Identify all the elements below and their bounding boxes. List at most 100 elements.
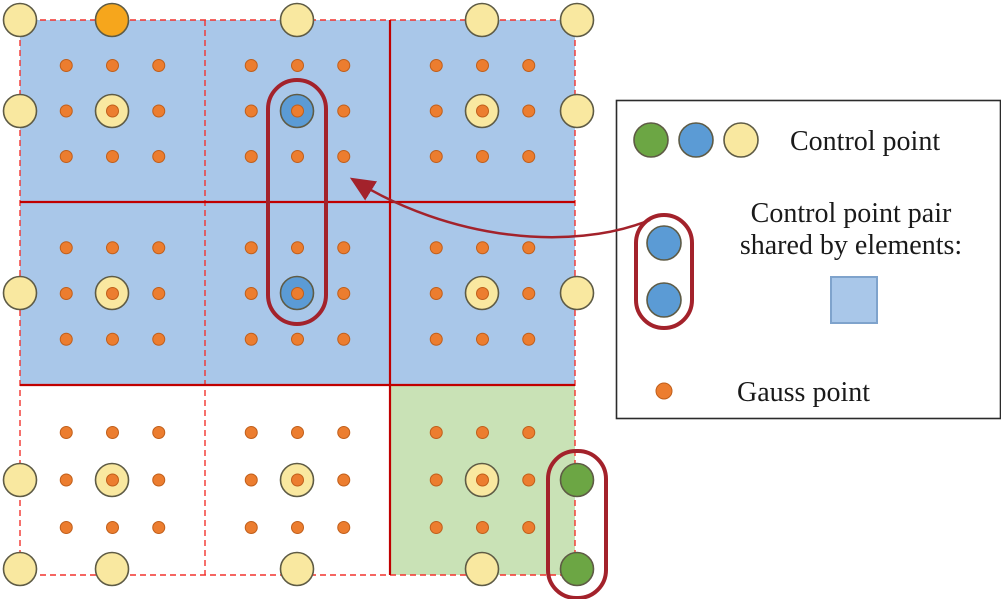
- gauss-point: [522, 332, 536, 346]
- gauss-point: [152, 332, 166, 346]
- gauss-point: [337, 104, 351, 118]
- gauss-point: [476, 332, 489, 346]
- gauss-point: [244, 473, 258, 487]
- gauss-point: [337, 287, 351, 300]
- control-point-yellow: [2, 2, 38, 38]
- legend-pair-blue-bottom-icon: [646, 282, 682, 318]
- gauss-point: [291, 426, 304, 439]
- gauss-point: [522, 287, 536, 300]
- control-point-yellow: [464, 551, 500, 587]
- gauss-point: [522, 104, 536, 118]
- gauss-point: [522, 241, 536, 255]
- gauss-point: [522, 59, 536, 72]
- gauss-point: [291, 241, 304, 255]
- gauss-point: [152, 426, 166, 439]
- gauss-point: [152, 150, 166, 163]
- gauss-point: [106, 332, 119, 346]
- legend-gauss-label: Gauss point: [737, 377, 870, 408]
- legend-control-point-green-icon: [633, 122, 669, 158]
- gauss-point: [291, 104, 304, 118]
- gauss-point: [291, 59, 304, 72]
- gauss-point: [429, 473, 443, 487]
- gauss-point: [59, 426, 73, 439]
- gauss-point: [152, 59, 166, 72]
- gauss-point: [291, 287, 304, 300]
- legend-pair-blue-top-icon: [646, 225, 682, 261]
- legend-pair-label-line2: shared by elements:: [740, 230, 962, 261]
- gauss-point: [244, 332, 258, 346]
- control-point-yellow: [464, 2, 500, 38]
- gauss-point: [429, 104, 443, 118]
- gauss-point: [244, 521, 258, 534]
- gauss-point: [337, 332, 351, 346]
- gauss-point: [244, 150, 258, 163]
- gauss-point: [337, 426, 351, 439]
- gauss-point: [244, 287, 258, 300]
- gauss-point: [106, 59, 119, 72]
- gauss-point: [476, 241, 489, 255]
- control-point-amber: [94, 2, 130, 38]
- annotation-arrow: [349, 177, 651, 239]
- control-point-yellow: [279, 551, 315, 587]
- gauss-point: [291, 473, 304, 487]
- control-point-yellow: [559, 275, 595, 311]
- gauss-point: [106, 150, 119, 163]
- control-point-yellow: [559, 93, 595, 129]
- gauss-point: [522, 426, 536, 439]
- gauss-point: [59, 59, 73, 72]
- gauss-point: [476, 473, 489, 487]
- gauss-point: [106, 287, 119, 300]
- gauss-point: [244, 426, 258, 439]
- gauss-point: [429, 287, 443, 300]
- gauss-point: [429, 241, 443, 255]
- gauss-point: [291, 521, 304, 534]
- gauss-point: [476, 59, 489, 72]
- gauss-point: [337, 59, 351, 72]
- legend-control-point-yellow-icon: [723, 122, 759, 158]
- gauss-point: [244, 59, 258, 72]
- legend-gauss-point-icon: [655, 382, 673, 400]
- gauss-point: [59, 473, 73, 487]
- gauss-point: [429, 59, 443, 72]
- shared-pair-capsule: [266, 78, 328, 326]
- gauss-point: [429, 521, 443, 534]
- gauss-point: [476, 287, 489, 300]
- gauss-point: [337, 150, 351, 163]
- gauss-point: [476, 521, 489, 534]
- gauss-point: [337, 241, 351, 255]
- gauss-point: [106, 521, 119, 534]
- control-point-yellow: [2, 551, 38, 587]
- legend-box: Control point Control point pair shared …: [615, 99, 1001, 420]
- gauss-point: [337, 521, 351, 534]
- gauss-point: [59, 241, 73, 255]
- legend-control-point-blue-icon: [678, 122, 714, 158]
- gauss-point: [59, 521, 73, 534]
- gauss-point: [429, 332, 443, 346]
- gauss-point: [429, 150, 443, 163]
- legend-control-point-label: Control point: [790, 126, 940, 157]
- control-point-green: [559, 462, 595, 498]
- gauss-point: [476, 104, 489, 118]
- gauss-point: [59, 332, 73, 346]
- gauss-point: [152, 521, 166, 534]
- gauss-point: [106, 473, 119, 487]
- gauss-point: [429, 426, 443, 439]
- control-point-yellow: [279, 2, 315, 38]
- gauss-point: [291, 332, 304, 346]
- legend-border: [615, 99, 1001, 420]
- gauss-point: [522, 521, 536, 534]
- gauss-point: [476, 426, 489, 439]
- legend-pair-label-line1: Control point pair: [751, 198, 952, 229]
- gauss-point: [291, 150, 304, 163]
- control-point-yellow: [2, 275, 38, 311]
- gauss-point: [59, 150, 73, 163]
- gauss-point: [152, 287, 166, 300]
- gauss-point: [59, 287, 73, 300]
- control-point-yellow: [559, 2, 595, 38]
- gauss-point: [337, 473, 351, 487]
- gauss-point: [152, 104, 166, 118]
- gauss-point: [244, 241, 258, 255]
- control-point-yellow: [94, 551, 130, 587]
